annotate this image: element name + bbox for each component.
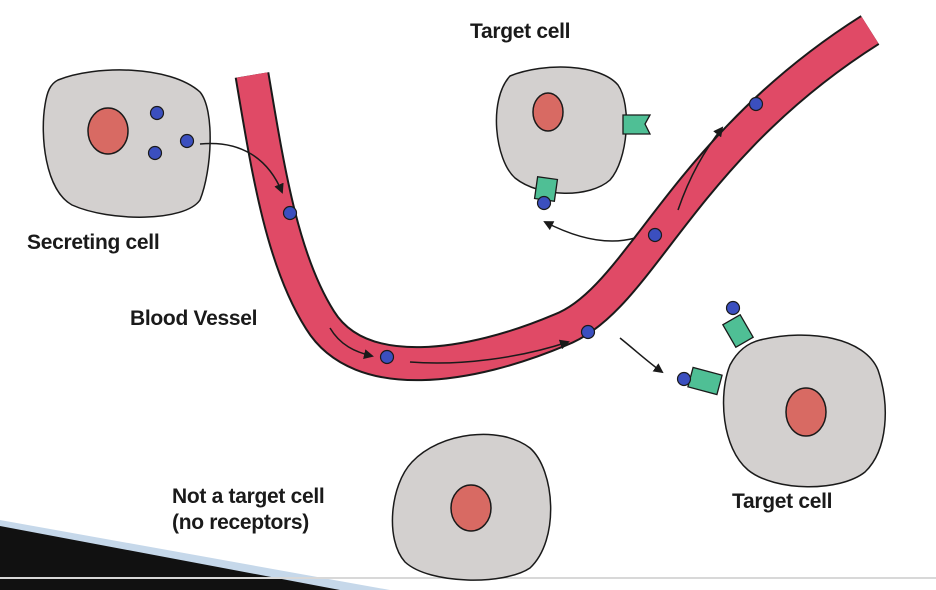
nucleus-icon xyxy=(785,387,827,437)
hormone-icon xyxy=(379,349,395,365)
secreting-cell-label: Secreting cell xyxy=(27,231,160,254)
flow-arrow-icon xyxy=(329,327,374,360)
target-cell-label: Target cell xyxy=(470,20,571,43)
blood-vessel xyxy=(234,15,880,382)
nucleus-icon xyxy=(450,484,492,532)
hormone-icon xyxy=(147,145,163,161)
blood-vessel-label: Blood Vessel xyxy=(130,307,258,330)
non-target-label-line2: (no receptors) xyxy=(172,511,309,534)
secretion-arrow-icon xyxy=(199,142,284,194)
hormone-icon xyxy=(536,195,552,211)
non-target-cell xyxy=(391,433,552,581)
nucleus-icon xyxy=(87,107,129,155)
hormone-icon xyxy=(647,227,663,243)
non-target-label-line1: Not a target cell xyxy=(172,485,325,508)
flow-arrow-icon xyxy=(409,339,570,364)
hormone-icon xyxy=(676,371,692,387)
target-cell-bottom xyxy=(676,300,886,488)
diffusion-arrow-icon xyxy=(543,221,636,242)
target-cell-top xyxy=(495,66,652,211)
diffusion-arrow-icon xyxy=(619,337,664,374)
hormone-icon xyxy=(179,133,195,149)
receptor-icon xyxy=(622,114,652,135)
hormone-icon xyxy=(149,105,165,121)
target-cell-label-bottom: Target cell xyxy=(732,490,833,513)
hormone-icon xyxy=(748,96,764,112)
hormone-icon xyxy=(282,205,298,221)
flow-arrow-icon xyxy=(677,126,724,211)
hormone-icon xyxy=(725,300,741,316)
receptor-icon xyxy=(687,366,723,396)
hormone-icon xyxy=(580,324,596,340)
non-target-cell-label: Not a target cell (no receptors) xyxy=(172,484,325,536)
receptor-icon xyxy=(721,313,755,349)
secreting-cell xyxy=(42,69,211,218)
nucleus-icon xyxy=(532,92,564,132)
